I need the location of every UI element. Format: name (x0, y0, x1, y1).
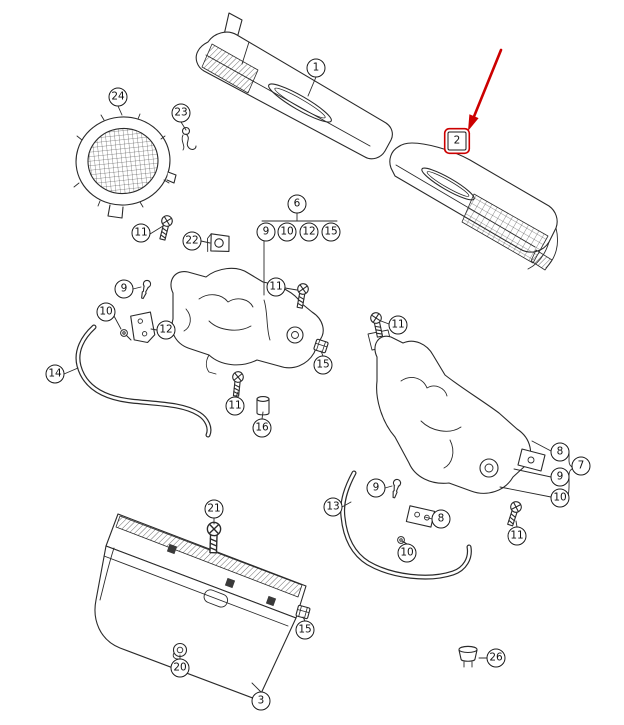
callout-11[interactable]: 11 (388, 315, 408, 335)
part-26-plug (458, 645, 478, 668)
callout-26[interactable]: 26 (486, 648, 506, 668)
part-water-deflector-left (170, 267, 324, 375)
callout-8[interactable]: 8 (550, 442, 570, 462)
part-24-round-grille (73, 113, 177, 219)
callout-11[interactable]: 11 (131, 223, 151, 243)
part-1-cowl-grille-left (195, 12, 393, 160)
part-8-bracket (405, 505, 436, 528)
part-water-deflector-right (367, 329, 546, 494)
callout-22[interactable]: 22 (182, 231, 202, 251)
callout-13[interactable]: 13 (323, 497, 343, 517)
callout-9[interactable]: 9 (366, 478, 386, 498)
part-16-sleeve (256, 396, 270, 416)
callout-12[interactable]: 12 (299, 222, 319, 242)
callout-21[interactable]: 21 (204, 499, 224, 519)
callout-11[interactable]: 11 (266, 277, 286, 297)
callout-9[interactable]: 9 (550, 467, 570, 487)
callout-10[interactable]: 10 (550, 488, 570, 508)
part-23-clip (181, 126, 197, 151)
part-12-bracket (130, 311, 156, 344)
part-3-lower-panel (94, 513, 307, 701)
callout-15[interactable]: 15 (321, 222, 341, 242)
callout-10[interactable]: 10 (277, 222, 297, 242)
callout-1[interactable]: 1 (306, 58, 326, 78)
leader-lines (63, 76, 575, 693)
highlight-arrow (468, 48, 503, 131)
callout-24[interactable]: 24 (108, 87, 128, 107)
callout-11[interactable]: 11 (507, 526, 527, 546)
callout-3[interactable]: 3 (251, 691, 271, 711)
callout-2[interactable]: 2 (447, 131, 467, 151)
part-2-cowl-grille-right (389, 142, 558, 271)
callout-23[interactable]: 23 (171, 103, 191, 123)
part-22-grommet (207, 233, 230, 253)
callout-14[interactable]: 14 (45, 364, 65, 384)
callout-6[interactable]: 6 (287, 194, 307, 214)
part-13-hose (340, 470, 472, 580)
callout-9[interactable]: 9 (256, 222, 276, 242)
callout-16[interactable]: 16 (252, 418, 272, 438)
callout-8[interactable]: 8 (431, 509, 451, 529)
callout-15[interactable]: 15 (295, 620, 315, 640)
callout-10[interactable]: 10 (397, 543, 417, 563)
callout-12[interactable]: 12 (156, 320, 176, 340)
callout-20[interactable]: 20 (170, 658, 190, 678)
callout-7[interactable]: 7 (571, 456, 591, 476)
part-14-hose (75, 324, 212, 438)
callout-15[interactable]: 15 (313, 355, 333, 375)
callout-9[interactable]: 9 (114, 279, 134, 299)
callout-11[interactable]: 11 (225, 396, 245, 416)
callout-10[interactable]: 10 (96, 302, 116, 322)
